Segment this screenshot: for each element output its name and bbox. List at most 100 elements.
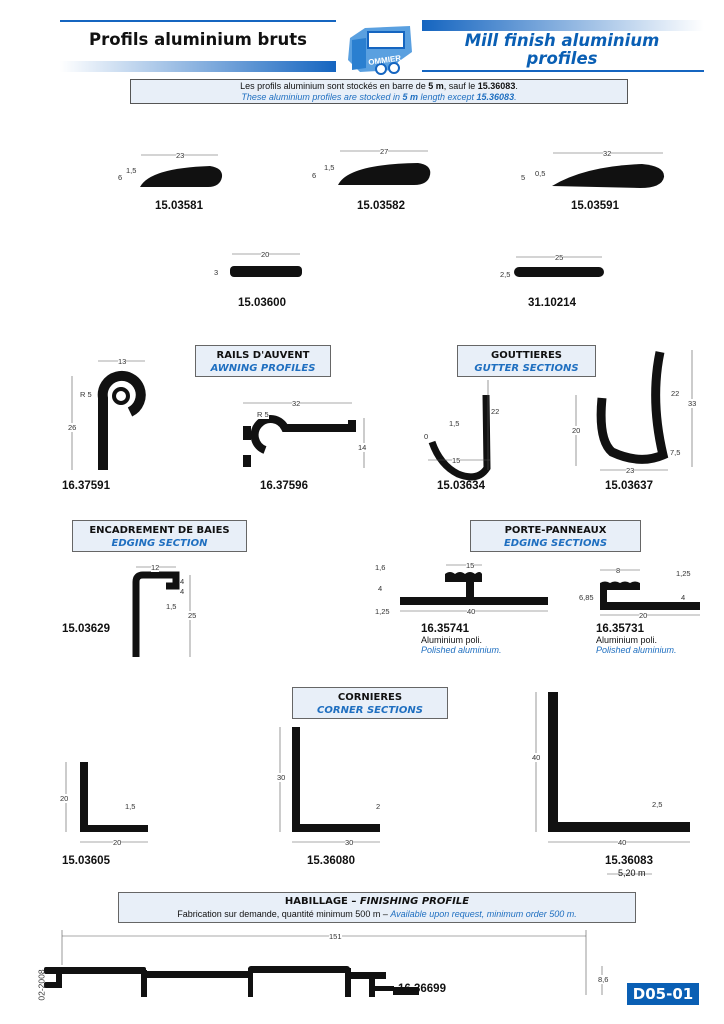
header-rule-left: [60, 20, 336, 22]
dimension-label: 3: [214, 268, 219, 277]
note-en: Available upon request, minimum order 50…: [390, 909, 577, 919]
product-code: 31.10214: [528, 297, 576, 309]
dimension-label: 4: [180, 587, 185, 596]
profile-31-10214: [514, 267, 604, 277]
product-code: 16.36699: [398, 983, 446, 995]
finish-en: Polished aluminium.: [421, 645, 502, 655]
section-title-en: GUTTER SECTIONS: [474, 363, 579, 374]
section-title-en: FINISHING PROFILE: [359, 896, 470, 907]
profile-15-03581: [140, 166, 223, 187]
dimension-label: 30: [345, 838, 354, 847]
text: , sauf le: [443, 81, 478, 91]
section-corner: CORNIERES CORNER SECTIONS: [292, 687, 448, 719]
dimension-label: 0,5: [535, 169, 546, 178]
stock-info-box: Les profils aluminium sont stockés en ba…: [130, 79, 628, 104]
section-title-en: EDGING SECTIONS: [503, 538, 608, 549]
dimension-label: 2,5: [652, 800, 663, 809]
profile-15-03634: [428, 394, 491, 481]
dimension-label: 27: [380, 147, 389, 156]
profile-15-03582: [338, 163, 431, 185]
section-title-fr: GOUTTIERES: [491, 350, 562, 361]
dimension-label: 2,5: [500, 270, 511, 279]
text: .: [515, 81, 518, 91]
dimension-label: 1,5: [324, 163, 335, 172]
length: 5 m: [402, 92, 418, 102]
dimension-label: 1,25: [676, 569, 691, 578]
section-title: HABILLAGE – FINISHING PROFILE: [119, 895, 635, 908]
dimension-label: 40: [467, 607, 476, 616]
dimension-label: 1,5: [126, 166, 137, 175]
profile-15-36080: [292, 727, 300, 832]
section-finishing: HABILLAGE – FINISHING PROFILE Fabricatio…: [118, 892, 636, 923]
dimension-label: 14: [358, 443, 367, 452]
product-code: 15.03581: [155, 200, 203, 212]
section-title-en: CORNER SECTIONS: [317, 705, 423, 716]
finish-fr: Aluminium poli.: [596, 635, 658, 645]
product-code: 15.36083: [605, 855, 653, 867]
product-code: 15.03605: [62, 855, 110, 867]
dimension-label: 30: [277, 773, 286, 782]
dimension-label: 15: [466, 561, 475, 570]
dimension-label: 22: [671, 389, 680, 398]
dimension-label: 0: [424, 432, 429, 441]
section-title-en: EDGING SECTION: [111, 538, 208, 549]
finish-en: Polished aluminium.: [596, 645, 677, 655]
note-fr: Fabrication sur demande, quantité minimu…: [177, 909, 391, 919]
dimension-label: 20: [113, 838, 122, 847]
profile-15-03637: [596, 351, 669, 464]
dimension-label: 8,6: [598, 975, 609, 984]
product-code: 16.35741: [421, 623, 469, 635]
text: Les profils aluminium sont stockés en ba…: [240, 81, 429, 91]
text: These aluminium profiles are stocked in: [241, 92, 403, 102]
dimension-label: 8: [616, 566, 621, 575]
dimension-label: 151: [329, 932, 342, 941]
profile-16-35741: [400, 597, 548, 605]
bar-length: 5,20 m: [618, 868, 646, 878]
finishing-note: Fabrication sur demande, quantité minimu…: [119, 908, 635, 921]
product-code: 15.03591: [571, 200, 619, 212]
dimension-label: 20: [572, 426, 581, 435]
dimension-label: 5: [521, 173, 526, 182]
dimension-label: 32: [292, 399, 301, 408]
dimension-label: 23: [176, 151, 185, 160]
dimension-label: 22: [491, 407, 500, 416]
section-title-fr: RAILS D'AUVENT: [216, 350, 310, 361]
text: length except: [417, 92, 477, 102]
product-code: 15.03634: [437, 480, 485, 492]
profile-15-03591: [552, 164, 665, 188]
section-title-fr: HABILLAGE –: [284, 896, 360, 907]
page-number-badge: D05-01: [627, 983, 699, 1005]
title-en-line1: Mill finish aluminium: [464, 31, 660, 50]
length: 5 m: [428, 81, 444, 91]
dimension-label: 2: [376, 802, 381, 811]
dimension-label: 12: [151, 563, 160, 572]
dimension-label: 1,5: [125, 802, 136, 811]
finish-fr: Aluminium poli.: [421, 635, 483, 645]
profile-15-03600: [230, 266, 302, 277]
dimension-label: 1,6: [375, 563, 386, 572]
title-en: Mill finish aluminium profiles: [422, 32, 702, 68]
product-code: 16.37596: [260, 480, 308, 492]
profile-16-37591: [97, 370, 146, 470]
dimension-label: 20: [60, 794, 69, 803]
section-title-fr: PORTE-PANNEAUX: [504, 525, 607, 536]
dimension-label: 6,85: [579, 593, 594, 602]
section-title-fr: CORNIERES: [337, 692, 403, 703]
product-code: 15.36080: [307, 855, 355, 867]
dimension-label: 6: [118, 173, 123, 182]
profile-15-03605: [80, 762, 88, 832]
dimension-label: 4: [681, 593, 686, 602]
profile-16-37596: [250, 415, 356, 454]
dimension-label: 4: [180, 577, 185, 586]
product-code: 15.03629: [62, 623, 110, 635]
dimension-label: 33: [688, 399, 697, 408]
dimension-label: 1,5: [449, 419, 460, 428]
header-gradient-right: [422, 20, 704, 31]
dimension-label: 26: [68, 423, 77, 432]
dimension-lines: [61, 150, 700, 995]
dimension-label: 1,25: [375, 607, 390, 616]
product-code: 15.03637: [605, 480, 653, 492]
dimension-label: 40: [532, 753, 541, 762]
